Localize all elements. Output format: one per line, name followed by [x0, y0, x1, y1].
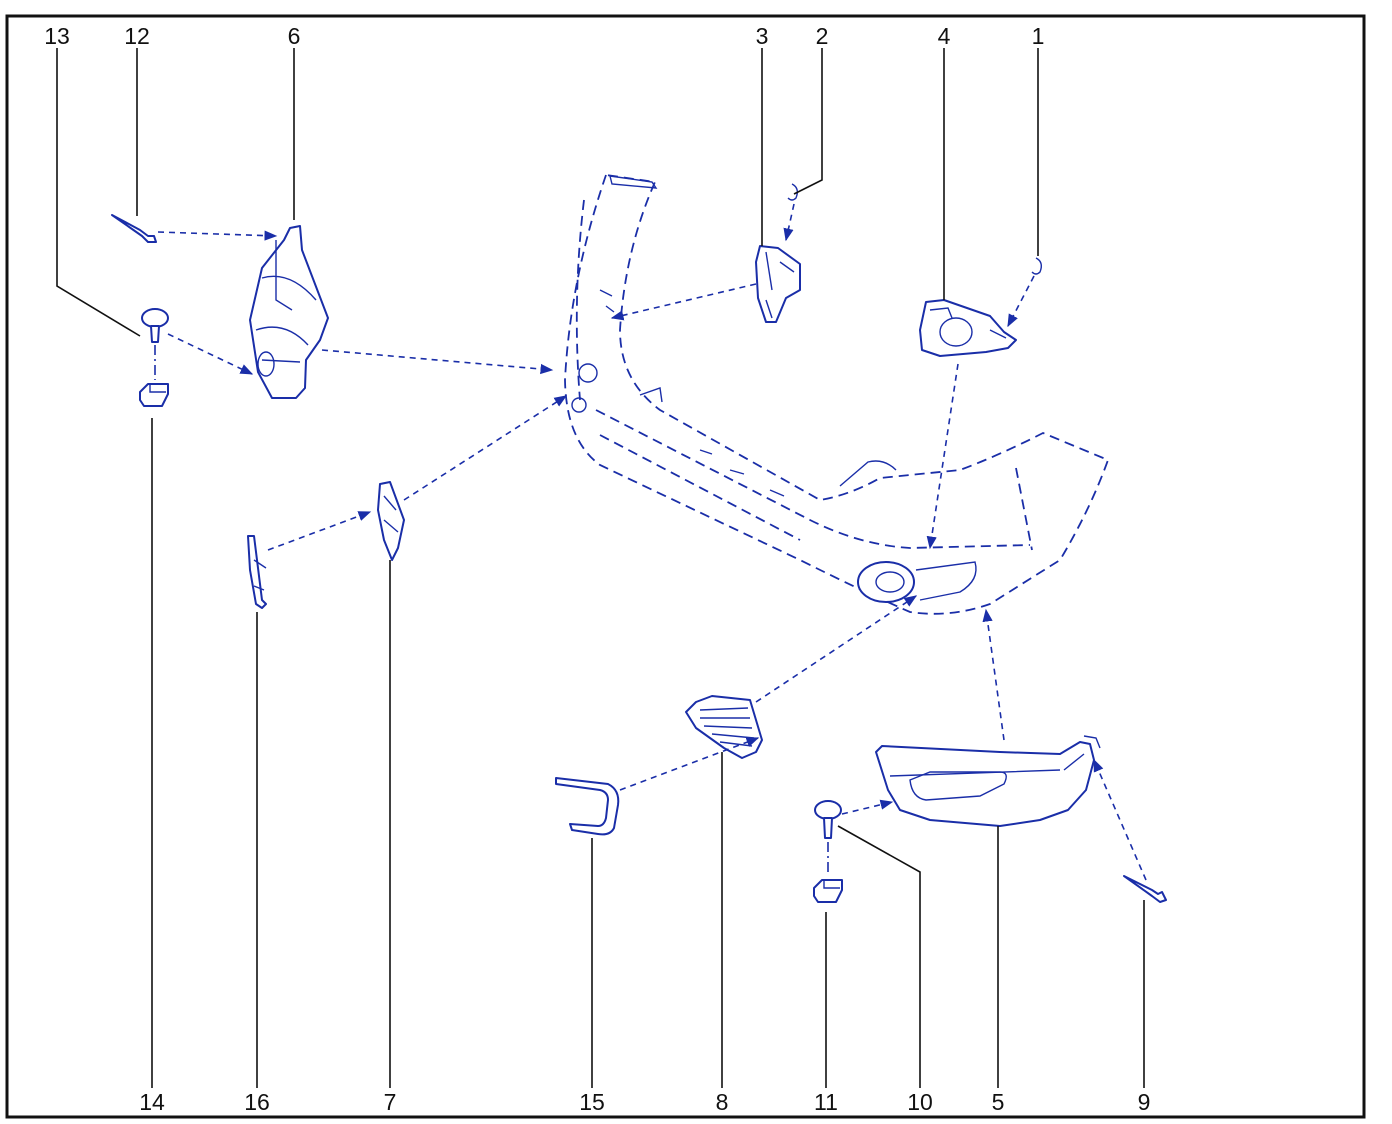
callout-1: 1 [1032, 23, 1045, 49]
part-13-screw [141, 308, 169, 343]
part-9-push-pin [1123, 875, 1167, 903]
callout-6: 6 [288, 23, 301, 49]
part-7-trim-piece [377, 481, 405, 561]
callout-15: 15 [579, 1089, 605, 1115]
callout-7: 7 [384, 1089, 397, 1115]
callout-11: 11 [814, 1089, 838, 1115]
part-3-mounting-bracket [755, 245, 801, 323]
bumper-cover [564, 174, 1110, 615]
assembly-arrows [154, 203, 1147, 881]
callout-3: 3 [756, 23, 769, 49]
callout-8: 8 [716, 1089, 729, 1115]
callout-4: 4 [938, 23, 951, 49]
part-12-push-pin [111, 214, 157, 243]
callout-10: 10 [907, 1089, 933, 1115]
callouts-bottom: 14 16 7 15 8 11 10 5 9 [139, 1089, 1150, 1115]
part-8-fog-lamp-grille [685, 695, 763, 759]
callout-2: 2 [816, 23, 829, 49]
part-4-fog-lamp-bracket [919, 299, 1017, 357]
part-2-clip [787, 183, 799, 201]
part-14-clip-nut [139, 383, 169, 407]
callout-12: 12 [124, 23, 150, 49]
callout-13: 13 [44, 23, 70, 49]
callouts-top: 13 12 6 3 2 4 1 [44, 23, 1044, 49]
diagram-frame [5, 14, 1366, 1119]
part-1-clip [1031, 257, 1043, 275]
callout-9: 9 [1138, 1089, 1151, 1115]
part-10-screw [814, 800, 842, 839]
callout-14: 14 [139, 1089, 165, 1115]
part-15-trim-frame [555, 777, 620, 836]
part-11-clip-nut [813, 879, 843, 903]
callout-16: 16 [244, 1089, 270, 1115]
leader-lines [56, 48, 1145, 1088]
callout-5: 5 [992, 1089, 1005, 1115]
part-16-trim-strip [247, 535, 267, 609]
part-5-lower-trim [875, 735, 1101, 827]
part-6-side-bracket [249, 225, 329, 399]
